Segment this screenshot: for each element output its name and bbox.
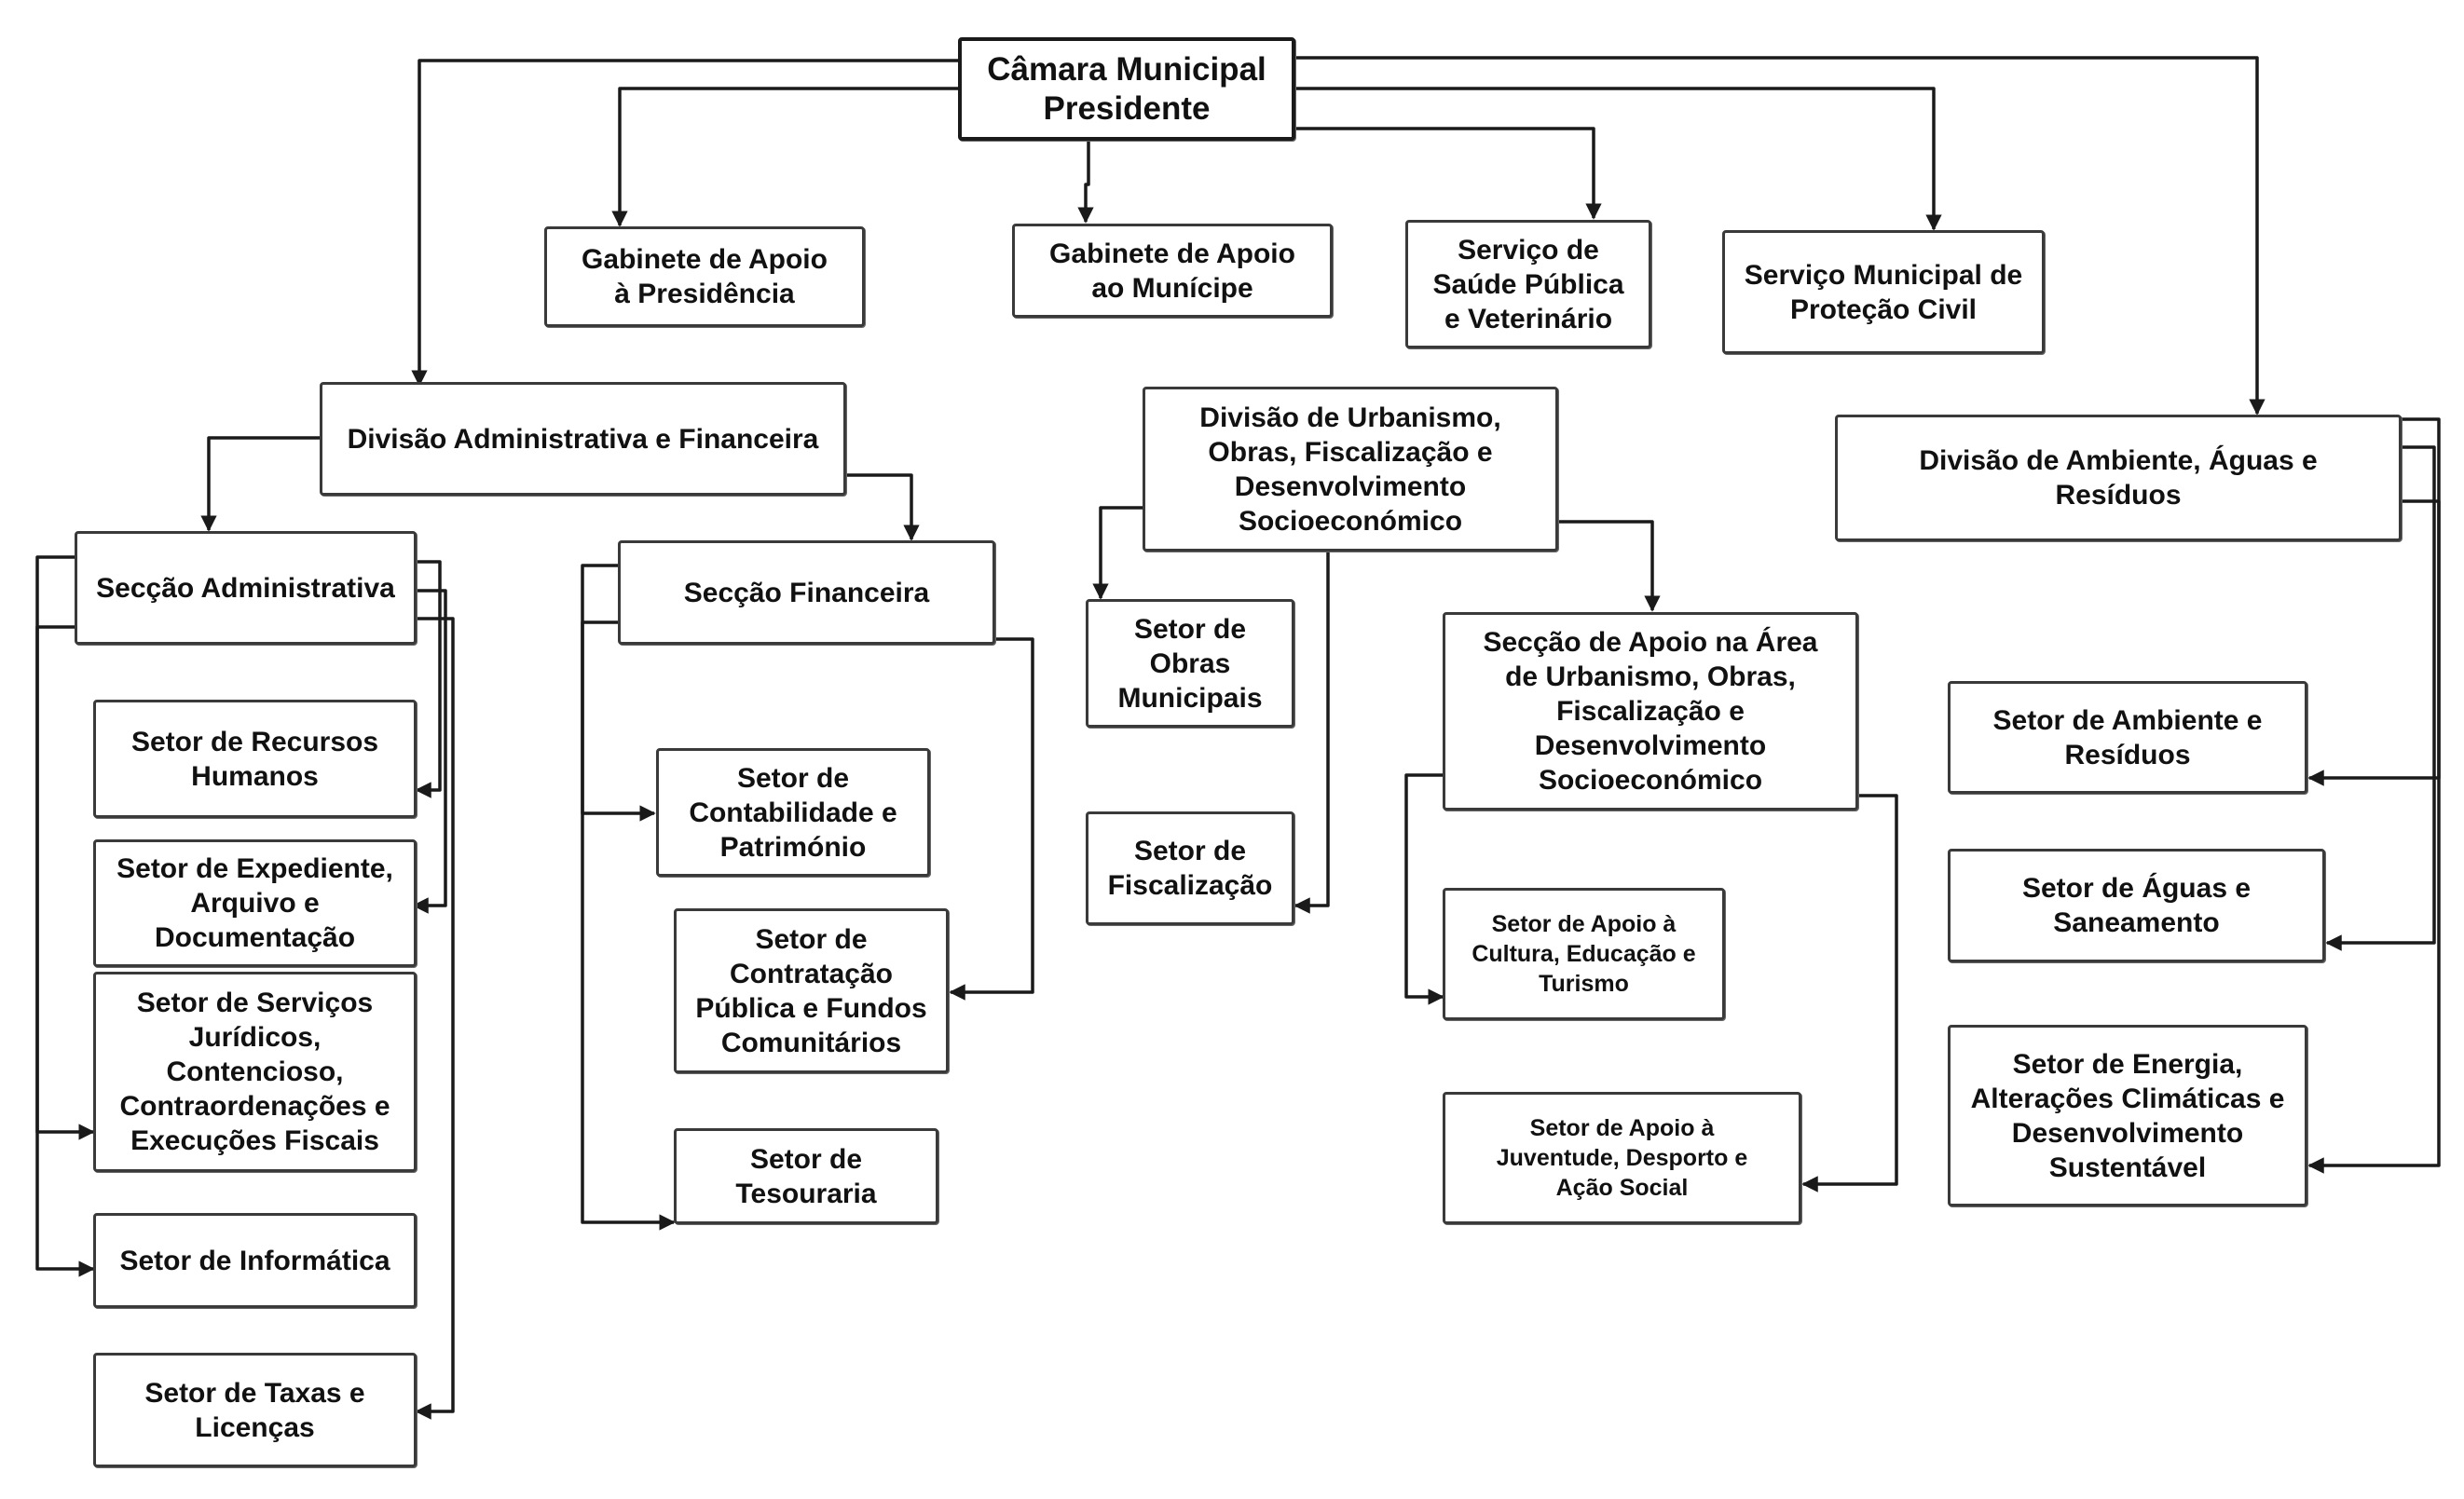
edge-camara-div-adm [411, 59, 960, 387]
node-camara-municipal: Câmara Municipal Presidente [958, 37, 1295, 141]
edge-div-amb-energia [2307, 499, 2441, 1174]
edge-sec-adm-informatica [35, 625, 95, 1277]
edge-div-urb-sec-apoio [1556, 520, 1661, 612]
node-divisao-administrativa: Divisão Administrativa e Financeira [320, 382, 846, 496]
node-setor-cultura: Setor de Apoio à Cultura, Educação e Tur… [1443, 888, 1725, 1020]
edge-camara-gab-municipe [1077, 141, 1094, 224]
node-setor-obras-municipais: Setor de Obras Municipais [1086, 599, 1294, 728]
node-setor-taxas: Setor de Taxas e Licenças [93, 1353, 417, 1467]
node-setor-energia: Setor de Energia, Alterações Climáticas … [1948, 1025, 2307, 1206]
edge-sec-adm-expediente [412, 589, 447, 914]
edge-div-adm-sec-adm [200, 436, 322, 532]
node-setor-informatica: Setor de Informática [93, 1213, 417, 1308]
edge-camara-div-amb [1291, 56, 2266, 416]
edge-sec-adm-rh [415, 560, 442, 798]
node-setor-recursos-humanos: Setor de Recursos Humanos [93, 700, 417, 818]
node-servico-protecao-civil: Serviço Municipal de Proteção Civil [1722, 230, 2045, 354]
edge-camara-protecao [1291, 87, 1942, 231]
node-setor-tesouraria: Setor de Tesouraria [674, 1128, 938, 1224]
node-divisao-ambiente: Divisão de Ambiente, Águas e Resíduos [1835, 415, 2402, 541]
node-seccao-administrativa: Secção Administrativa [75, 531, 417, 645]
node-setor-fiscalizacao: Setor de Fiscalização [1086, 811, 1294, 925]
edge-div-amb-aguas [2325, 445, 2436, 951]
node-seccao-financeira: Secção Financeira [618, 540, 995, 645]
node-setor-aguas: Setor de Águas e Saneamento [1948, 849, 2325, 962]
node-divisao-urbanismo: Divisão de Urbanismo, Obras, Fiscalizaçã… [1143, 387, 1558, 552]
node-setor-expediente: Setor de Expediente, Arquivo e Documenta… [93, 839, 417, 967]
edge-camara-saude [1291, 127, 1602, 220]
node-gabinete-municipe: Gabinete de Apoio ao Munícipe [1012, 224, 1333, 318]
edge-sec-fin-tesouraria [581, 620, 676, 1231]
edge-sec-apoio-juventude [1801, 794, 1898, 1192]
node-gabinete-presidencia: Gabinete de Apoio à Presidência [544, 226, 865, 327]
edge-sec-fin-contratacao [949, 637, 1034, 1001]
node-seccao-apoio-urbanismo: Secção de Apoio na Área de Urbanismo, Ob… [1443, 612, 1858, 811]
node-setor-contabilidade: Setor de Contabilidade e Património [656, 748, 930, 877]
edge-sec-adm-taxas [415, 617, 455, 1420]
edge-div-urb-obras [1092, 506, 1144, 600]
edge-sec-apoio-cultura [1404, 773, 1444, 1005]
node-setor-ambiente-residuos: Setor de Ambiente e Resíduos [1948, 681, 2307, 794]
edge-div-urb-fiscalizacao [1294, 551, 1330, 914]
edge-camara-gab-presidencia [611, 87, 960, 227]
edge-div-adm-sec-fin [843, 473, 920, 541]
node-servico-saude: Serviço de Saúde Pública e Veterinário [1405, 220, 1651, 348]
node-setor-juridicos: Setor de Serviços Jurídicos, Contencioso… [93, 972, 417, 1172]
node-setor-contratacao: Setor de Contratação Pública e Fundos Co… [674, 908, 949, 1073]
node-setor-juventude: Setor de Apoio à Juventude, Desporto e A… [1443, 1092, 1801, 1224]
